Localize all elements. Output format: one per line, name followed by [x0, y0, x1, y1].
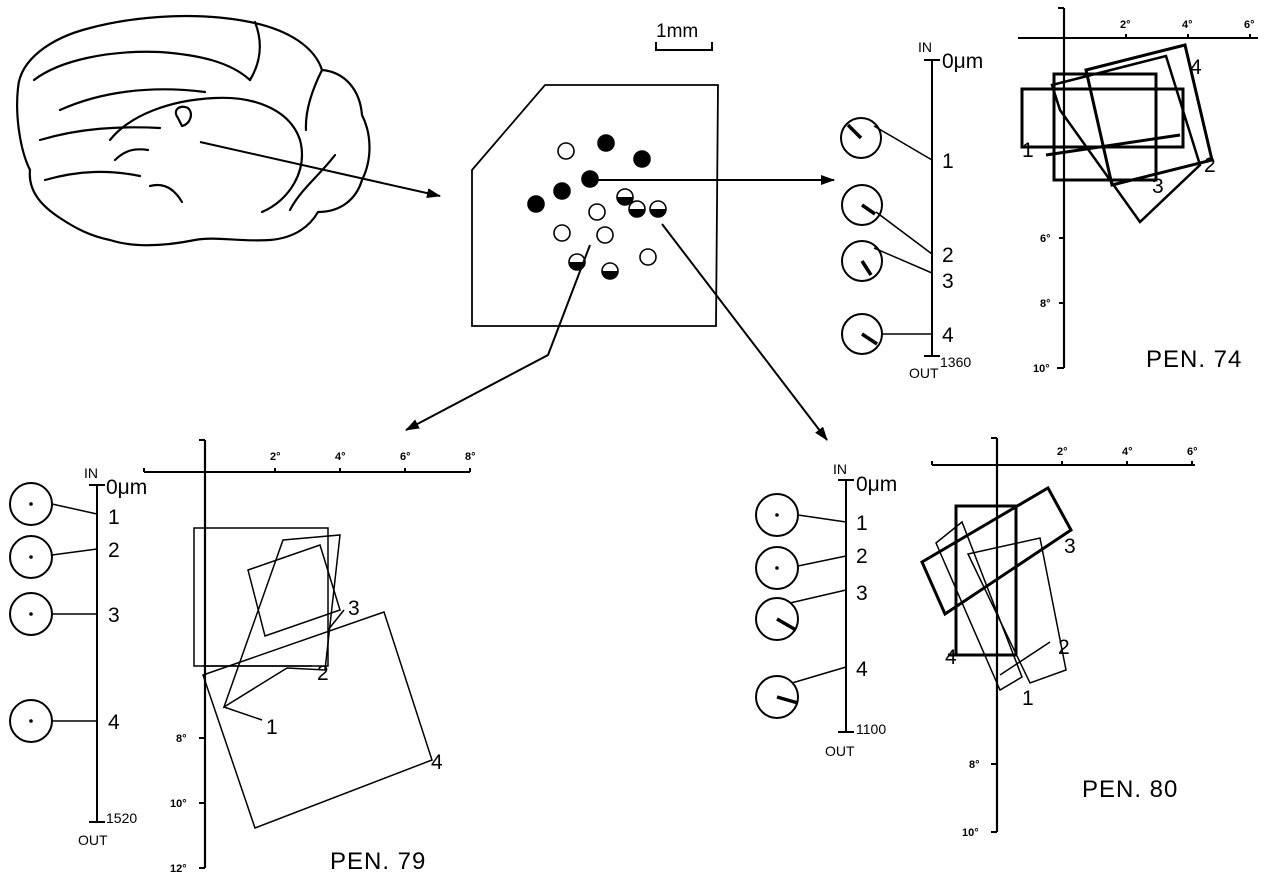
pen74-electrode: IN 0μm OUT 1360 1 2 3 4 — [841, 39, 983, 381]
pen80-x-tick-2: 2° — [1057, 446, 1068, 458]
pen79-cell-1: 1 — [108, 506, 120, 529]
penetration-site-marker — [650, 201, 666, 217]
penetration-markers — [528, 135, 666, 279]
arrow-to-pen80 — [662, 224, 827, 440]
pen74-cell-1: 1 — [942, 150, 954, 173]
pen74-rf-1: 1 — [1022, 139, 1034, 162]
pen79-rf-4: 4 — [431, 751, 443, 774]
penetration-site-marker — [589, 204, 605, 220]
pen79-in-label: IN — [84, 465, 98, 481]
pen79-bottom-depth: 1520 — [106, 810, 137, 826]
pen79-receptive-fields: 2° 4° 6° 8° 8° 10° 12° 1 2 3 4 PEN. 79 — [144, 440, 476, 875]
pen80-rf-4: 4 — [945, 646, 957, 669]
pen74-y-tick-8: 8° — [1040, 298, 1051, 310]
pen80-cell-2: 2 — [856, 545, 868, 568]
pen79-electrode: IN 0μm OUT 1520 1 2 3 4 — [10, 465, 147, 848]
penetration-site-marker — [528, 196, 544, 212]
pen80-in-label: IN — [833, 461, 847, 477]
pen79-rf-1: 1 — [266, 716, 278, 739]
pen79-y-tick-10: 10° — [170, 798, 187, 810]
pen80-x-tick-4: 4° — [1122, 446, 1133, 458]
pen74-receptive-fields: 2° 4° 6° 6° 8° 10° 1 2 3 4 PEN. 74 — [1018, 8, 1258, 375]
penetration-site-marker — [554, 225, 570, 241]
penetration-site-marker — [617, 189, 633, 205]
brain-drawing — [17, 16, 369, 245]
arrow-to-pen79 — [406, 245, 590, 430]
pen79-cell-2: 2 — [108, 539, 120, 562]
brain-to-patch-arrow — [200, 142, 440, 196]
pen79-top-depth: 0μm — [106, 476, 147, 499]
pen80-rf-1: 1 — [1022, 687, 1034, 710]
pen80-electrode: IN 0μm OUT 1100 1 2 3 4 — [756, 461, 897, 759]
pen74-top-depth: 0μm — [942, 50, 983, 73]
pen74-cell-2: 2 — [942, 244, 954, 267]
pen79-cell-4: 4 — [108, 711, 120, 734]
pen74-rf-3: 3 — [1152, 175, 1164, 198]
pen80-title: PEN. 80 — [1082, 776, 1178, 803]
pen79-cell-3: 3 — [108, 604, 120, 627]
pen79-x-tick-8: 8° — [465, 451, 476, 463]
penetration-site-marker — [634, 151, 650, 167]
pen74-rf-4: 4 — [1190, 56, 1202, 79]
pen74-rf-2: 2 — [1204, 154, 1216, 177]
pen74-x-tick-2: 2° — [1120, 19, 1131, 31]
pen80-cell-3: 3 — [856, 582, 868, 605]
pen79-y-tick-8: 8° — [176, 733, 187, 745]
pen80-bottom-depth: 1100 — [856, 721, 886, 737]
pen79-rf-2: 2 — [317, 662, 329, 685]
pen74-y-tick-10: 10° — [1033, 363, 1050, 375]
pen80-receptive-fields: 2° 4° 6° 8° 10° 1 2 3 4 PEN. 80 — [922, 438, 1198, 839]
penetration-site-marker — [629, 201, 645, 217]
pen80-y-tick-10: 10° — [962, 827, 979, 839]
pen80-out-label: OUT — [825, 743, 855, 759]
pen74-cell-3: 3 — [942, 270, 954, 293]
pen74-x-tick-6: 6° — [1244, 19, 1255, 31]
pen74-x-tick-4: 4° — [1182, 19, 1193, 31]
penetration-site-marker — [554, 183, 570, 199]
penetration-site-marker — [640, 249, 656, 265]
penetration-site-marker — [602, 263, 618, 279]
pen74-title: PEN. 74 — [1146, 346, 1242, 373]
penetration-site-marker — [597, 227, 613, 243]
pen80-top-depth: 0μm — [856, 473, 897, 496]
pen79-out-label: OUT — [78, 832, 108, 848]
pen79-x-tick-2: 2° — [270, 451, 281, 463]
pen74-cell-4: 4 — [942, 324, 954, 347]
penetration-site-marker — [598, 135, 614, 151]
pen79-x-tick-4: 4° — [335, 451, 346, 463]
pen80-rf-3: 3 — [1064, 535, 1076, 558]
pen74-in-label: IN — [918, 39, 932, 55]
pen74-y-tick-6: 6° — [1040, 233, 1051, 245]
pen79-rf-3: 3 — [348, 597, 360, 620]
pen79-y-tick-12: 12° — [170, 863, 187, 875]
penetration-site-marker — [558, 143, 574, 159]
scale-bar-label: 1mm — [656, 21, 698, 42]
pen80-cell-4: 4 — [856, 658, 868, 681]
pen80-cell-1: 1 — [856, 512, 868, 535]
pen74-bottom-depth: 1360 — [940, 354, 971, 370]
pen80-y-tick-8: 8° — [969, 759, 980, 771]
pen79-title: PEN. 79 — [330, 848, 426, 875]
pen80-x-tick-6: 6° — [1187, 446, 1198, 458]
pen74-out-label: OUT — [909, 365, 939, 381]
scale-bar: 1mm — [656, 21, 712, 50]
pen80-rf-2: 2 — [1058, 636, 1070, 659]
pen79-x-tick-6: 6° — [400, 451, 411, 463]
